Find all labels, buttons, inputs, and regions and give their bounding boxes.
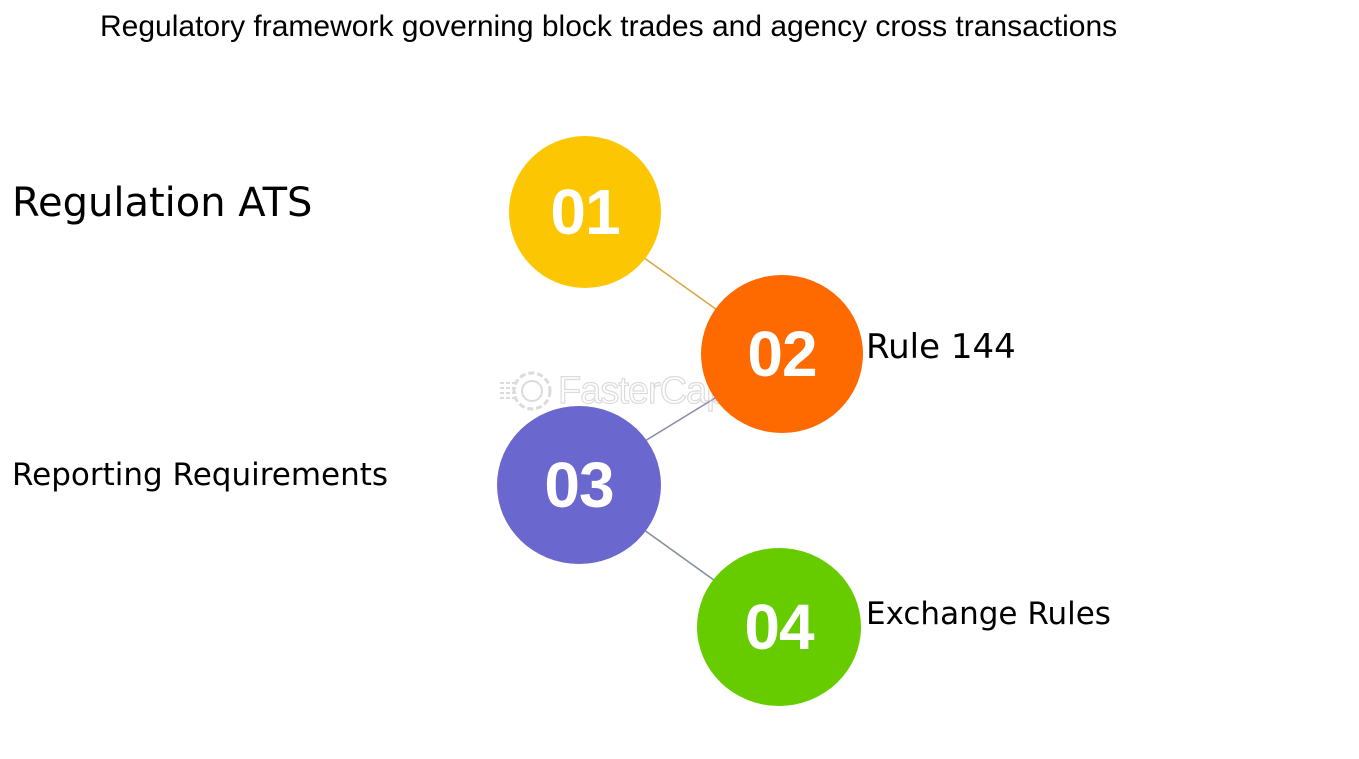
step-04-number: 04 <box>744 591 814 663</box>
step-01-label: Regulation ATS <box>12 180 313 226</box>
step-03-number: 03 <box>544 449 614 521</box>
step-03-label: Reporting Requirements <box>12 457 389 493</box>
step-01-number: 01 <box>550 176 620 248</box>
connector-02-03 <box>639 394 721 445</box>
step-02-label: Rule 144 <box>866 327 1016 367</box>
step-02-number: 02 <box>747 318 817 390</box>
connector-03-04 <box>639 526 719 584</box>
step-03-circle: 03 <box>497 406 661 564</box>
step-01-circle: 01 <box>509 136 661 288</box>
step-04-circle: 04 <box>697 548 861 706</box>
step-02-circle: 02 <box>701 275 863 433</box>
connector-01-02 <box>639 254 721 313</box>
diagram-title: Regulatory framework governing block tra… <box>100 10 1118 43</box>
step-04-label: Exchange Rules <box>866 596 1111 632</box>
